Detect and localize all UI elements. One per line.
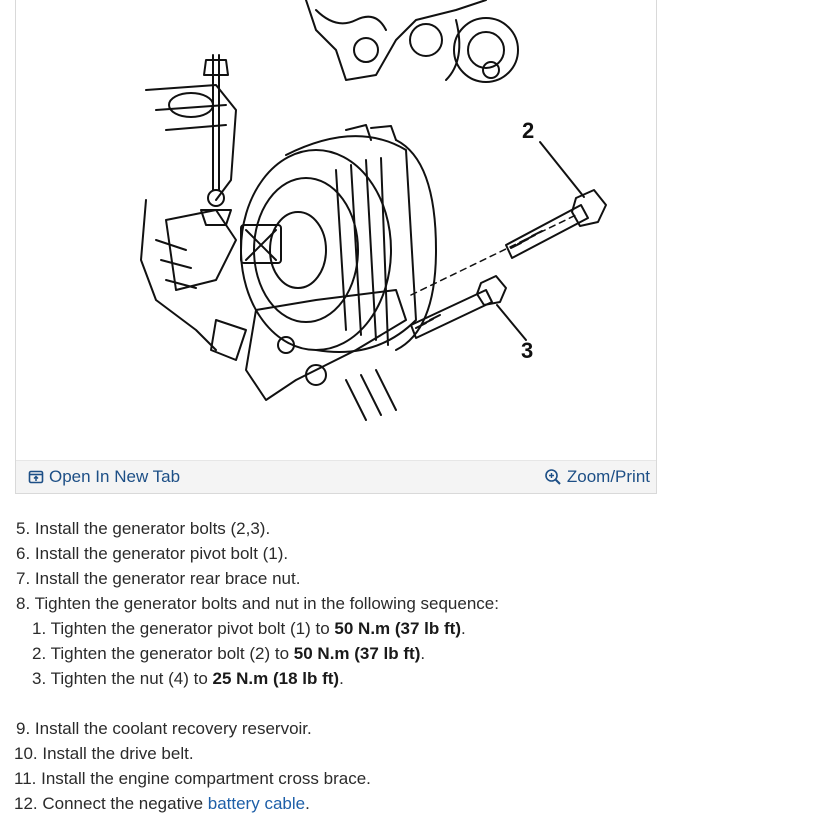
step-11: 11. Install the engine compartment cross… <box>14 769 371 788</box>
substep-1-end: . <box>461 619 466 638</box>
step-12-end: . <box>305 794 310 813</box>
substep-2-torque: 50 N.m (37 lb ft) <box>293 644 421 663</box>
substep-3-text: 3. Tighten the nut (4) to <box>32 669 213 688</box>
substep-1-torque: 50 N.m (37 lb ft) <box>334 619 461 638</box>
zoom-print-label: Zoom/Print <box>566 467 650 486</box>
step-7: 7. Install the generator rear brace nut. <box>16 569 301 588</box>
callout-3: 3 <box>521 338 533 363</box>
substep-3: 3. Tighten the nut (4) to 25 N.m (18 lb … <box>16 666 816 691</box>
step-8: 8. Tighten the generator bolts and nut i… <box>16 594 499 613</box>
open-tab-icon <box>28 470 44 484</box>
substep-1-text: 1. Tighten the generator pivot bolt (1) … <box>32 619 335 638</box>
battery-cable-link[interactable]: battery cable <box>207 794 306 813</box>
zoom-print-link[interactable]: Zoom/Print <box>544 467 650 487</box>
substep-1: 1. Tighten the generator pivot bolt (1) … <box>16 616 816 641</box>
instruction-steps: 5. Install the generator bolts (2,3). 6.… <box>14 516 816 816</box>
substep-2-text: 2. Tighten the generator bolt (2) to <box>32 644 294 663</box>
step-5: 5. Install the generator bolts (2,3). <box>16 519 271 538</box>
substep-3-end: . <box>339 669 344 688</box>
callout-2: 2 <box>522 118 534 143</box>
step-12-text: 12. Connect the negative <box>14 794 208 813</box>
substep-3-torque: 25 N.m (18 lb ft) <box>212 669 340 688</box>
step-6: 6. Install the generator pivot bolt (1). <box>16 544 289 563</box>
spacer <box>16 691 816 716</box>
step-10: 10. Install the drive belt. <box>14 744 194 763</box>
figure-toolbar: Open In New Tab Zoom/Print <box>16 460 656 493</box>
figure-card: 2 3 Open In New Tab Zoom/Print <box>15 0 657 494</box>
open-in-new-tab-link[interactable]: Open In New Tab <box>28 467 180 487</box>
open-in-new-tab-label: Open In New Tab <box>49 467 181 486</box>
substep-2-end: . <box>420 644 426 663</box>
substep-2: 2. Tighten the generator bolt (2) to 50 … <box>16 641 816 666</box>
step-9: 9. Install the coolant recovery reservoi… <box>16 719 312 738</box>
zoom-in-icon <box>545 469 561 485</box>
generator-diagram: 2 3 <box>140 0 607 421</box>
step-12: 12. Connect the negative battery cable. <box>14 791 816 816</box>
